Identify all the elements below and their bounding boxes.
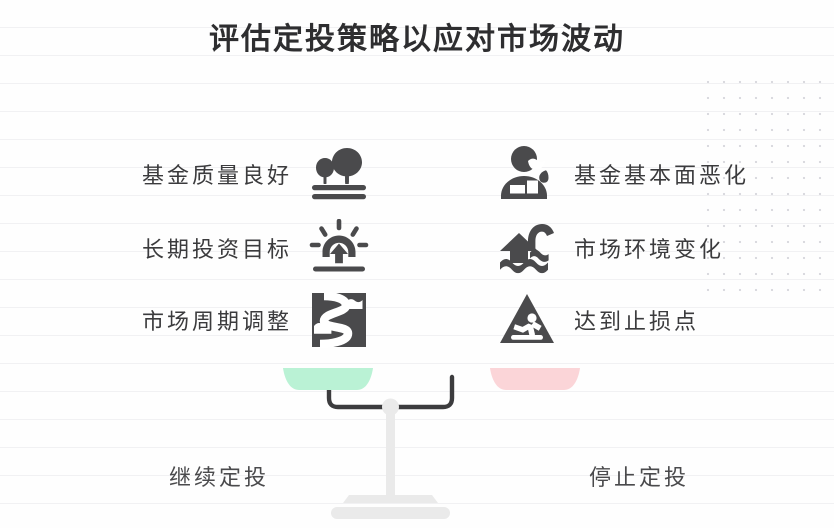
left-item-2-label: 长期投资目标 (141, 237, 292, 262)
balance-scale (0, 355, 834, 528)
left-item-3-label: 市场周期调整 (141, 309, 292, 334)
right-pan (490, 368, 580, 390)
left-pan-label: 继续定投 (169, 465, 270, 490)
right-item-2: 市场环境变化 (496, 216, 766, 280)
trees-icon (308, 145, 370, 203)
scale-stand (331, 405, 450, 519)
right-item-2-label: 市场环境变化 (574, 237, 725, 262)
left-item-1: 基金质量良好 (120, 142, 370, 206)
right-item-1: 基金基本面恶化 (496, 142, 766, 206)
flooded-house-icon (496, 219, 558, 277)
left-item-3: 市场周期调整 (120, 288, 370, 352)
right-pan-label: 停止定投 (589, 465, 690, 490)
sick-person-icon (496, 145, 558, 203)
right-item-1-label: 基金基本面恶化 (574, 163, 750, 188)
right-item-3: 达到止损点 (496, 288, 766, 352)
right-item-3-label: 达到止损点 (574, 309, 700, 334)
page-title: 评估定投策略以应对市场波动 (209, 23, 625, 56)
left-item-1-label: 基金质量良好 (141, 163, 292, 188)
sunrise-growth-icon (308, 219, 370, 277)
slip-warning-icon (496, 291, 558, 349)
left-pan (283, 368, 373, 390)
winding-river-icon (308, 291, 370, 349)
left-item-2: 长期投资目标 (120, 216, 370, 280)
